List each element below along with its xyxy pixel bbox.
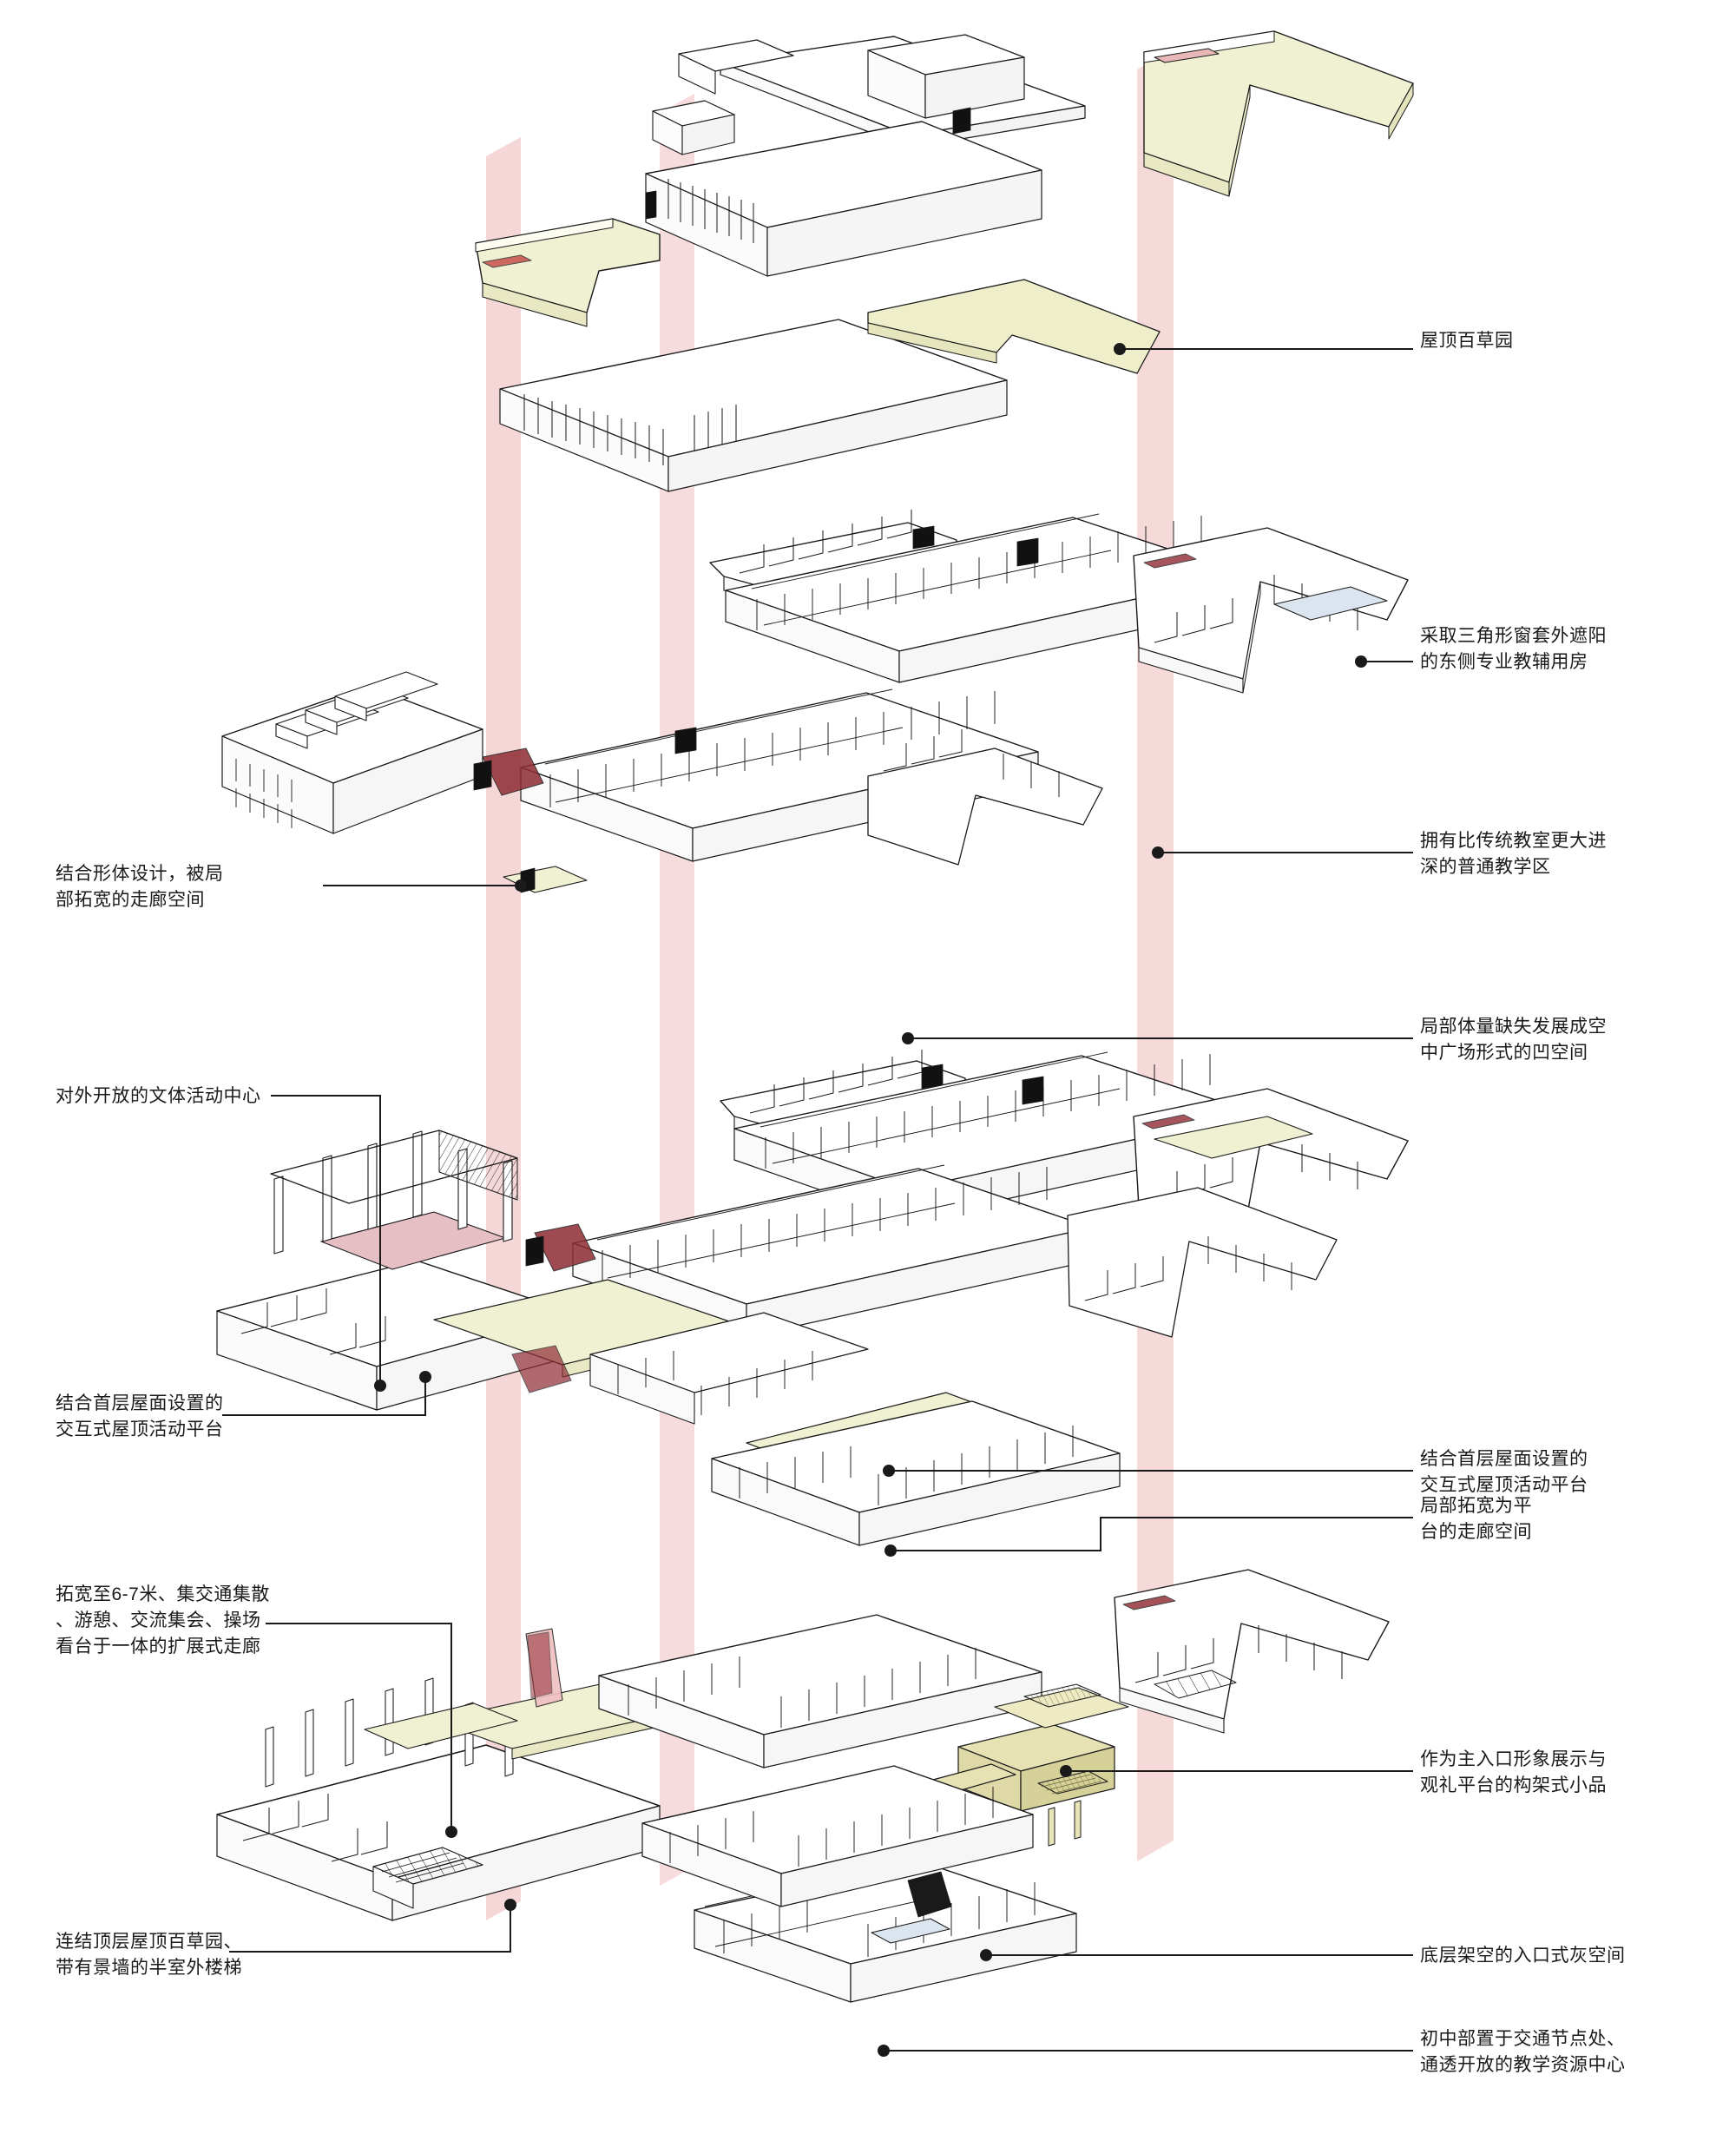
ground-stair-accent [525,1628,563,1708]
level-1-ground [216,1569,1390,2003]
leader-r5 [883,1465,1413,1477]
annotation-public-cultural-sports-centre: 对外开放的文体活动中心 [56,1086,261,1106]
annotation-roof-herb-garden: 屋顶百草园 [1420,331,1514,351]
annotation-sky-plaza-void: 局部体量缺失发展成空 中广场形式的凹空间 [1420,1017,1607,1063]
level-2-south-bar [711,1400,1121,1546]
annotation-widened-corridor-form: 结合形体设计，被局 部拓宽的走廊空间 [56,864,224,910]
leader-l2 [271,1095,386,1392]
annotation-widened-corridor-platform: 局部拓宽为平 台的走廊空间 [1420,1496,1532,1542]
level-4-roof [475,30,1414,492]
annotation-expanded-corridor-6-7m: 拓宽至6-7米、集交通集散 、游憩、交流集会、操场 看台于一体的扩展式走廊 [56,1584,270,1656]
annotation-deep-classroom-zone: 拥有比传统教室更大进 深的普通教学区 [1420,831,1607,877]
annotation-ground-level-pilotis-grey-space: 底层架空的入口式灰空间 [1420,1946,1626,1966]
roof-herb-garden-west [475,218,661,327]
level-3 [221,510,1409,893]
roof-classroom-bar-lower [499,319,1008,492]
roof-slab-northwest [678,39,794,95]
leader-r9 [878,2045,1413,2057]
leader-r8 [980,1949,1413,1961]
ground-teaching-resource-centre [694,1857,1077,2003]
leader-r6 [884,1517,1413,1557]
annotation-semi-outdoor-stair-to-roof-garden: 连结顶层屋顶百草园、 带有景墙的半室外楼梯 [56,1932,242,1978]
leader-l5 [229,1899,516,1953]
annotation-east-specialist-rooms: 采取三角形窗套外遮阳 的东侧专业教辅用房 [1420,626,1607,672]
level-2-stair-accent [525,1223,596,1272]
circulation-shaft-group [486,49,1174,1920]
leader-r3 [1152,846,1413,859]
semi-outdoor-stair [372,1847,483,1909]
level-3-east-corner [867,729,1103,866]
annotation-interactive-roof-platform-left: 结合首层屋面设置的 交互式屋顶活动平台 [56,1393,224,1439]
level-2 [216,1050,1409,1546]
entrance-framework-pavilion [893,1683,1129,1848]
level-2-mid-courtyard [511,1312,869,1425]
detached-workshop-block [221,671,483,834]
leader-r4 [902,1032,1413,1044]
leader-l3 [222,1371,431,1416]
annotation-entrance-framework-pavilion: 作为主入口形象展示与 观礼平台的构架式小品 [1420,1749,1607,1795]
roof-classroom-bar-main [645,121,1042,277]
roof-parapet-box-west [652,100,735,155]
annotation-interactive-roof-platform-right: 结合首层屋面设置的 交互式屋顶活动平台 [1420,1449,1588,1495]
ground-mid-bar [525,1614,1042,1768]
roof-terrace-garden-mid [867,279,1161,374]
leader-r1 [1114,343,1413,355]
roof-herb-garden-east [1143,30,1414,197]
callout-leaders [222,343,1413,2057]
leader-r7 [1060,1765,1413,1777]
level-3-classroom-bar-b [473,688,1039,862]
leader-l1 [323,879,527,892]
ground-east-wing [1114,1569,1390,1734]
ground-south-bar [641,1765,1034,1918]
expanded-corridor-strip [364,1703,518,1749]
annotation-teaching-resource-centre: 初中部置于交通节点处、 通透开放的教学资源中心 [1420,2029,1626,2075]
level-2-east-corner [1067,1187,1338,1338]
leader-l4 [266,1623,457,1838]
leader-r2 [1355,655,1413,668]
level-3-stair-accent [473,748,544,796]
level-3-east-specialist-wing [1133,527,1409,694]
